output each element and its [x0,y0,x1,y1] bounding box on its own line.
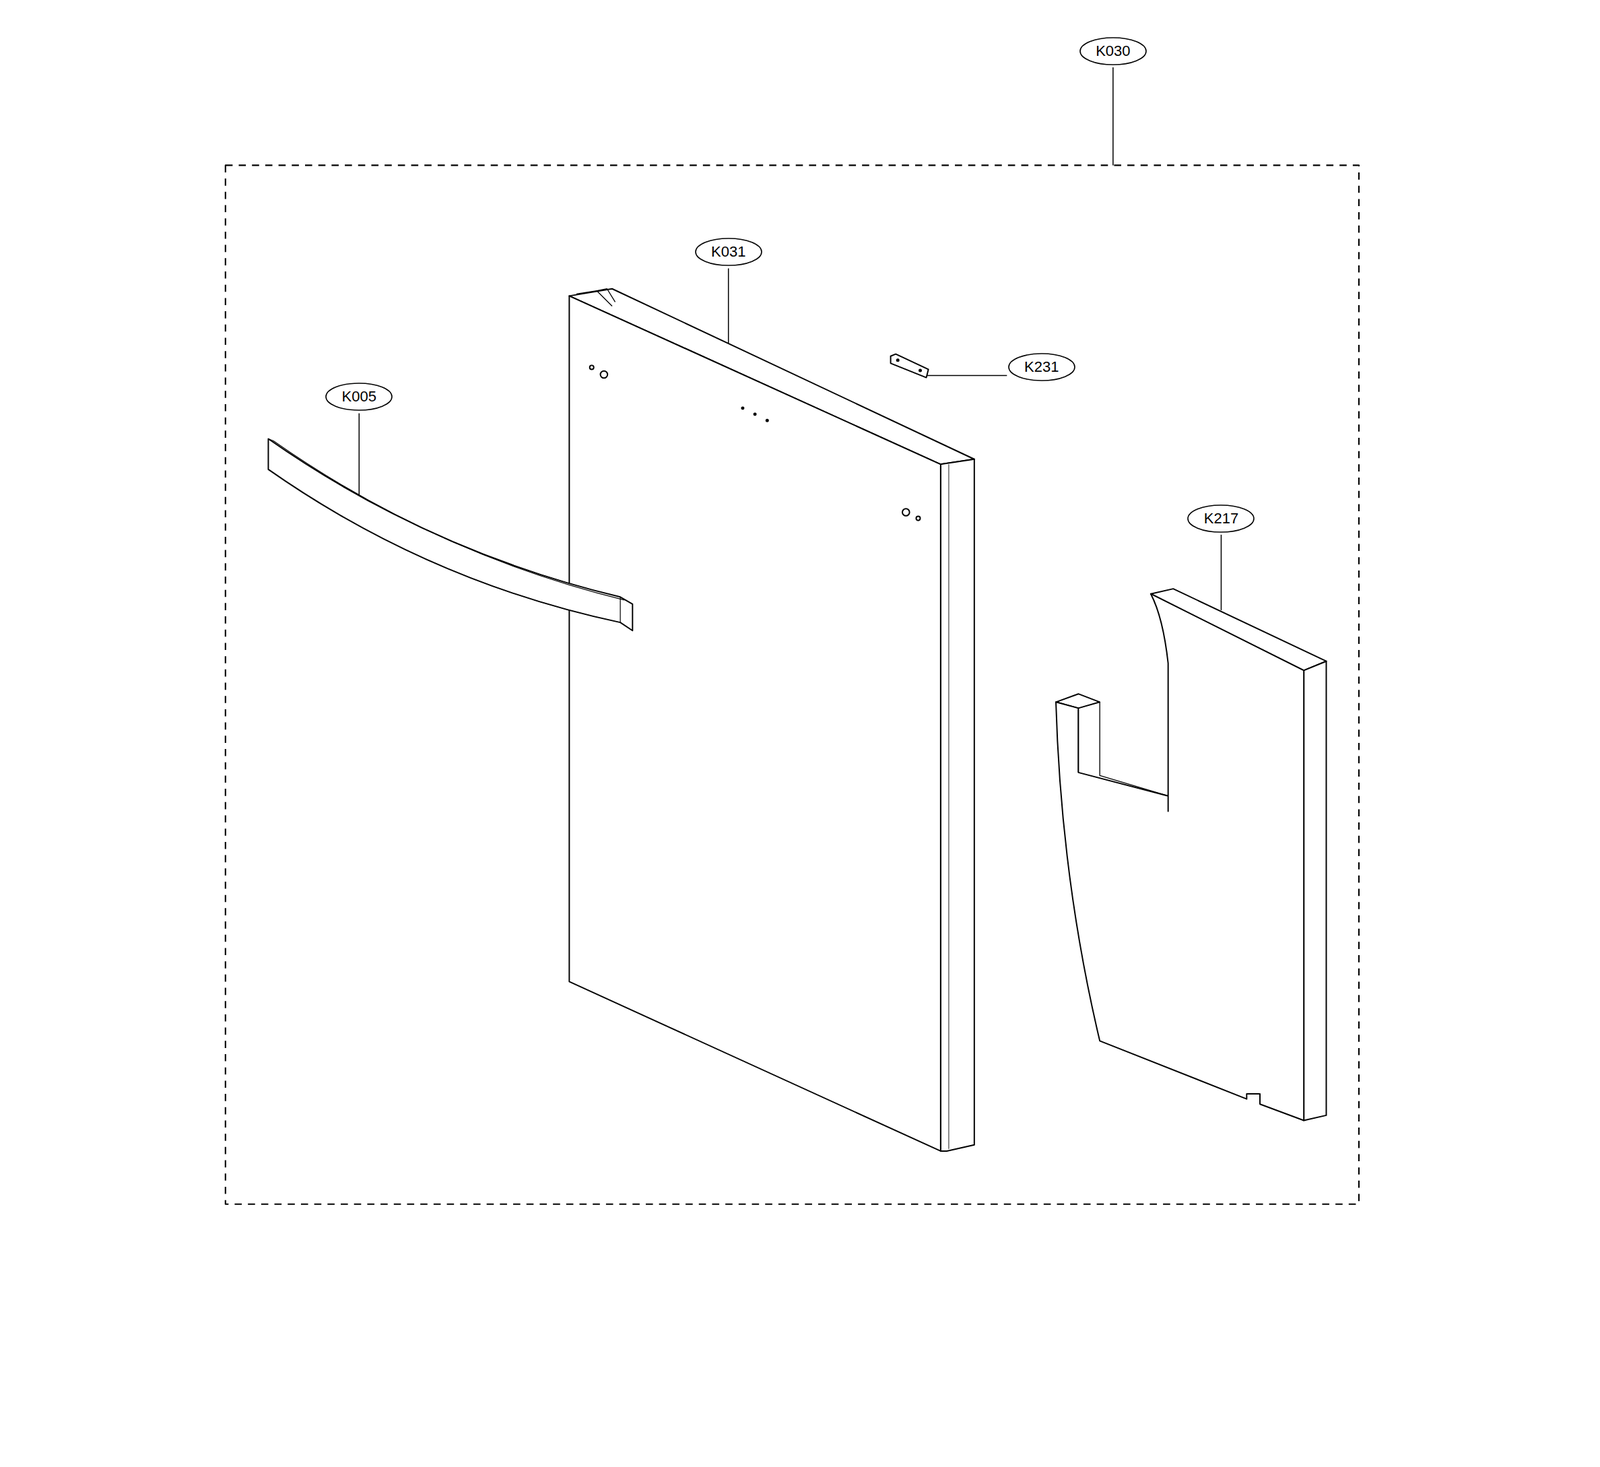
callout-number: K031 [711,244,746,260]
door-handle [268,438,633,631]
callout-oval: K217 [1187,504,1255,533]
callout-oval: K005 [325,382,393,411]
oval-shape [695,238,762,266]
insulation-pad [1055,588,1326,1120]
oval-shape [1008,353,1075,381]
oval-shape [1187,505,1254,532]
callout-number: K005 [342,389,377,405]
callout-number: K217 [1204,511,1239,526]
callout-oval: K030 [1079,37,1147,66]
callout-oval: K031 [694,237,763,266]
bracket [890,354,929,378]
oval-shape [1080,37,1147,65]
assembly-boundary [225,164,1359,1204]
callout-number: K030 [1095,43,1130,59]
door-panel [569,288,974,1151]
callout-oval: K231 [1008,352,1076,382]
callout-number: K231 [1024,359,1059,375]
oval-shape [325,383,392,411]
